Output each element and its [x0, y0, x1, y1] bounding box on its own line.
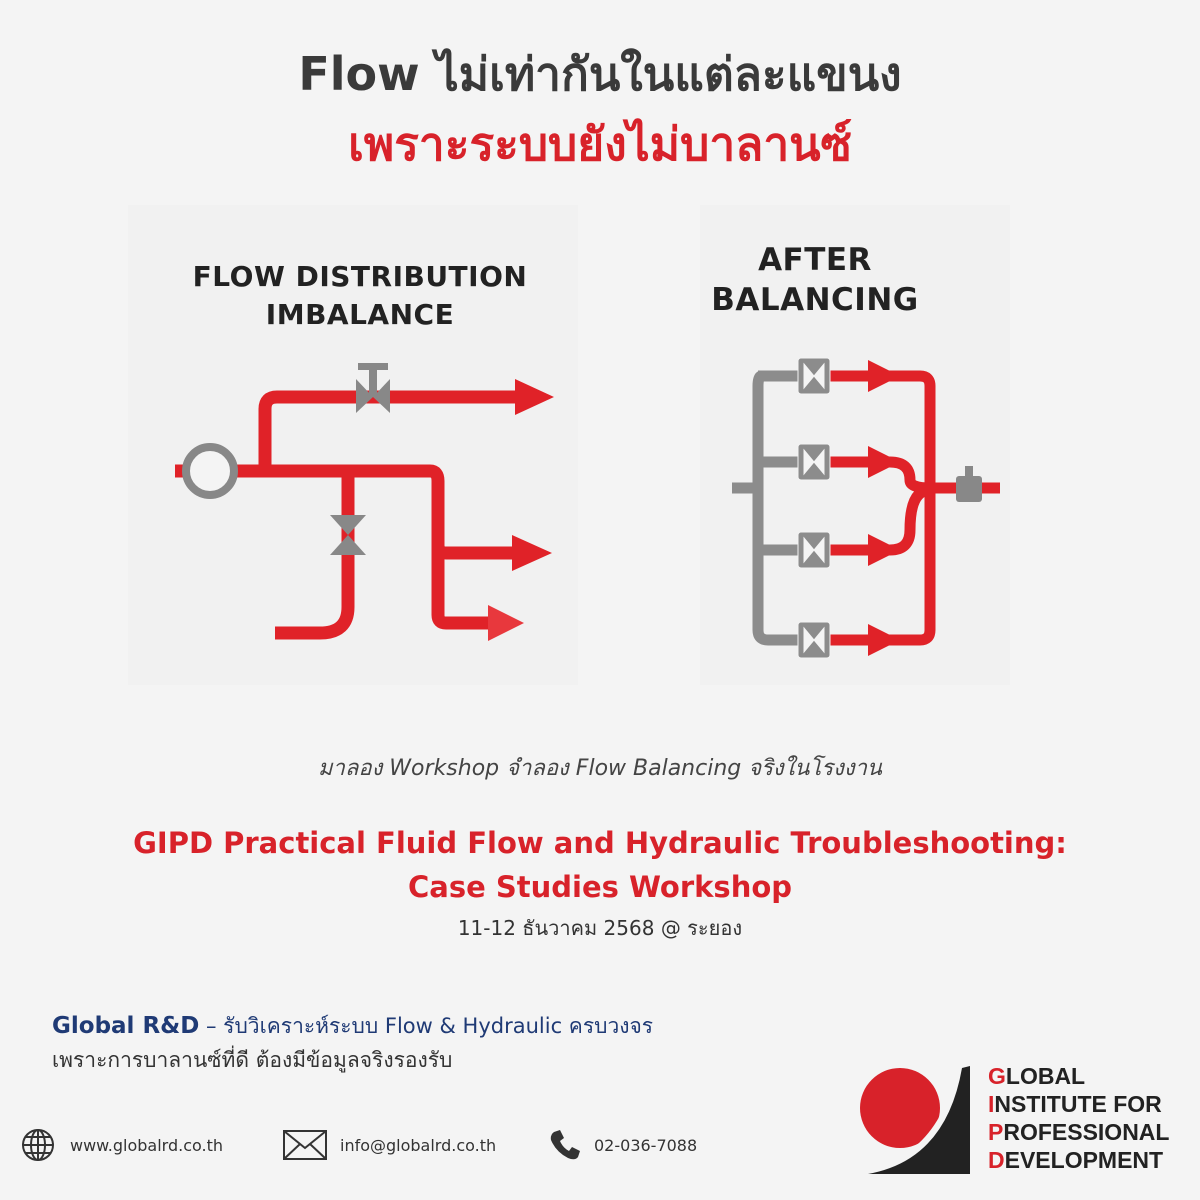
diagram-panel-right: [700, 205, 1010, 685]
contact-website[interactable]: www.globalrd.co.th: [18, 1128, 223, 1162]
top-branch-pipe: [258, 390, 520, 471]
envelope-icon: [283, 1130, 327, 1160]
logo-line4: DEVELOPMENT: [988, 1147, 1164, 1173]
page-subtitle: เพราะระบบยังไม่บาลานซ์: [348, 117, 852, 171]
brand-name: Global R&D: [52, 1013, 200, 1039]
balanced-label-line2: BALANCING: [711, 282, 919, 318]
manifold-header: [752, 370, 800, 646]
balancing-valve-1-icon: [797, 357, 831, 395]
gate-valve-top-icon: [356, 363, 390, 413]
promo-line2: เพราะการบาลานซ์ที่ดี ต้องมีข้อมูลจริงรอง…: [52, 1048, 453, 1072]
website-link[interactable]: www.globalrd.co.th: [70, 1135, 224, 1155]
page-title: Flow ไม่เท่ากันในแต่ละแขนง: [298, 47, 902, 101]
bottom-flow-arrow: [488, 605, 524, 641]
gate-valve-middle-icon: [330, 515, 366, 555]
course-title-line2: Case Studies Workshop: [407, 870, 793, 904]
logo-line3: PROFESSIONAL: [988, 1119, 1170, 1145]
logo-line2: INSTITUTE FOR: [988, 1091, 1162, 1117]
course-date: 11-12 ธันวาคม 2568 @ ระยอง: [457, 916, 743, 940]
gipd-logo-icon: [860, 1065, 970, 1174]
balanced-arrow-3: [868, 534, 900, 566]
imbalance-piping-diagram: [175, 363, 554, 641]
balanced-branch-4: [830, 490, 936, 646]
balanced-branch-1: [830, 370, 936, 485]
middle-flow-arrow: [512, 535, 552, 571]
balanced-arrow-4: [868, 624, 900, 656]
globe-icon: [22, 1129, 54, 1161]
imbalance-label-line1: FLOW DISTRIBUTION: [192, 260, 528, 293]
balanced-label: AFTER BALANCING: [690, 240, 940, 320]
promo-line1: Global R&D – รับวิเคราะห์ระบบ Flow & Hyd…: [52, 1010, 653, 1043]
contact-email[interactable]: info@globalrd.co.th: [282, 1128, 496, 1162]
balancing-valve-2-icon: [797, 443, 831, 481]
top-flow-arrow: [515, 379, 554, 415]
imbalance-label-line2: IMBALANCE: [265, 298, 455, 331]
email-link[interactable]: info@globalrd.co.th: [340, 1135, 497, 1155]
promo-dash: –: [199, 1014, 224, 1038]
outlet-valve-icon: [956, 466, 982, 502]
contact-phone[interactable]: 02-036-7088: [548, 1128, 697, 1162]
pump-icon: [182, 443, 238, 499]
balanced-label-line1: AFTER: [758, 242, 872, 278]
course-title-line1: GIPD Practical Fluid Flow and Hydraulic …: [133, 826, 1067, 860]
promo-description: รับวิเคราะห์ระบบ Flow & Hydraulic ครบวงจ…: [223, 1014, 654, 1038]
imbalance-label: FLOW DISTRIBUTION IMBALANCE: [150, 258, 570, 334]
workshop-tagline: มาลอง Workshop จำลอง Flow Balancing จริง…: [318, 756, 882, 781]
logo-line1: GLOBAL: [988, 1063, 1086, 1089]
bottom-return-pipe: [275, 475, 355, 640]
lower-branch-pipe: [431, 545, 492, 630]
balanced-piping-diagram: [732, 357, 1000, 659]
phone-icon: [550, 1130, 580, 1160]
balanced-arrow-2: [868, 446, 900, 478]
balancing-valve-3-icon: [797, 531, 831, 569]
balancing-valve-4-icon: [797, 621, 831, 659]
phone-number[interactable]: 02-036-7088: [594, 1135, 698, 1155]
balanced-arrow-1: [868, 360, 900, 392]
